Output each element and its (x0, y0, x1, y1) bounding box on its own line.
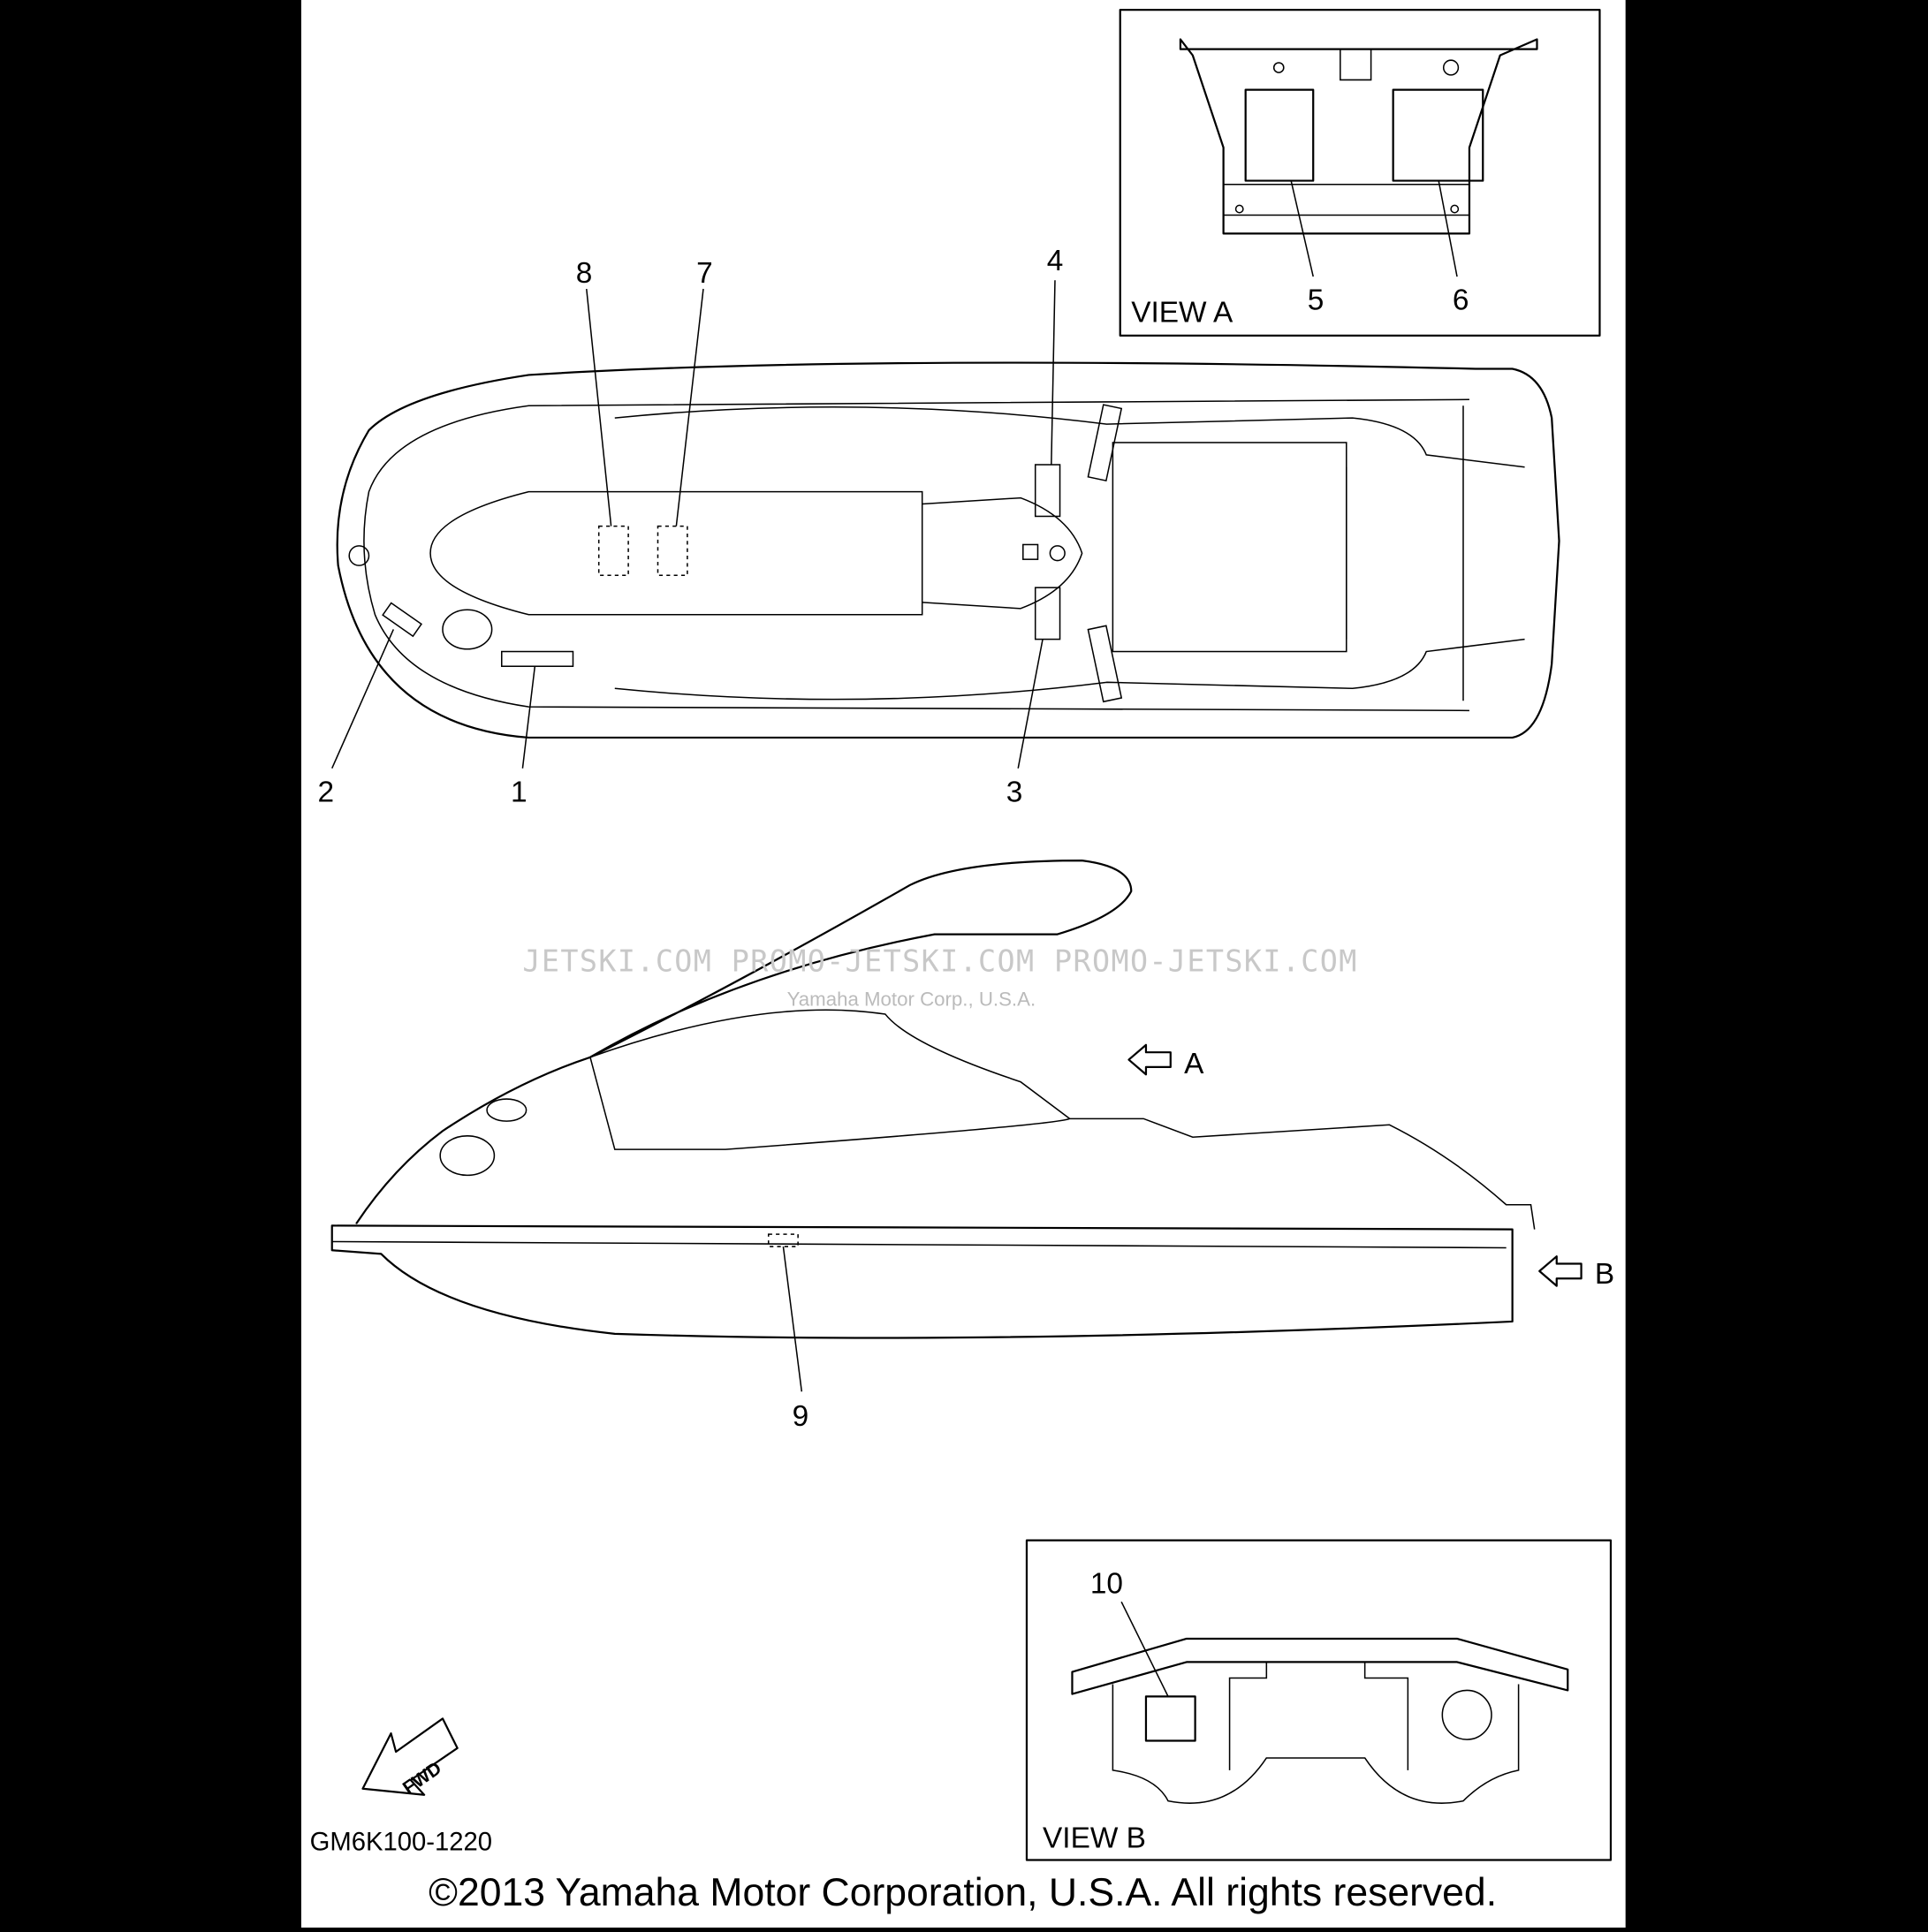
callout-1: 1 (511, 776, 528, 808)
arrow-b-label: B (1595, 1258, 1614, 1291)
decal-1 (500, 650, 574, 668)
callout-4: 4 (1047, 245, 1064, 277)
callout-7: 7 (696, 257, 713, 290)
decal-10 (1144, 1695, 1196, 1742)
view-a-label: VIEW A (1131, 297, 1233, 330)
decal-5 (1244, 88, 1315, 182)
view-a-inset: 5 6 VIEW A (1119, 9, 1601, 337)
decal-2 (382, 602, 423, 638)
callout-6: 6 (1453, 284, 1469, 317)
paper (300, 0, 1626, 1928)
callout-2: 2 (317, 776, 334, 808)
decal-9 (767, 1233, 799, 1247)
top-view-craft: 8 7 4 2 1 3 (317, 245, 1560, 808)
decal-6 (1392, 88, 1484, 182)
decal-8 (597, 525, 629, 577)
callout-10: 10 (1090, 1567, 1123, 1600)
callout-5: 5 (1308, 284, 1325, 317)
view-b-inset: 10 VIEW B (1025, 1539, 1613, 1861)
watermark-overlay: Yamaha Motor Corp., U.S.A. (787, 988, 1036, 1010)
arrow-a-label: A (1184, 1048, 1204, 1080)
decal-3 (1034, 587, 1061, 640)
copyright-notice: ©2013 Yamaha Motor Corporation, U.S.A. A… (429, 1871, 1497, 1914)
part-code: GM6K100-1220 (310, 1828, 492, 1856)
callout-3: 3 (1006, 776, 1023, 808)
watermark: JETSKI.COM PROMO-JETSKI.COM PROMO-JETSKI… (522, 943, 1357, 978)
decal-7 (657, 525, 688, 577)
side-view-craft: 9 A B (330, 859, 1614, 1433)
callout-9: 9 (793, 1400, 809, 1433)
decal-4 (1034, 464, 1061, 518)
arrow-b-icon (1538, 1255, 1583, 1287)
arrow-a-icon (1127, 1043, 1172, 1076)
view-b-label: VIEW B (1043, 1822, 1146, 1855)
callout-8: 8 (576, 257, 593, 290)
